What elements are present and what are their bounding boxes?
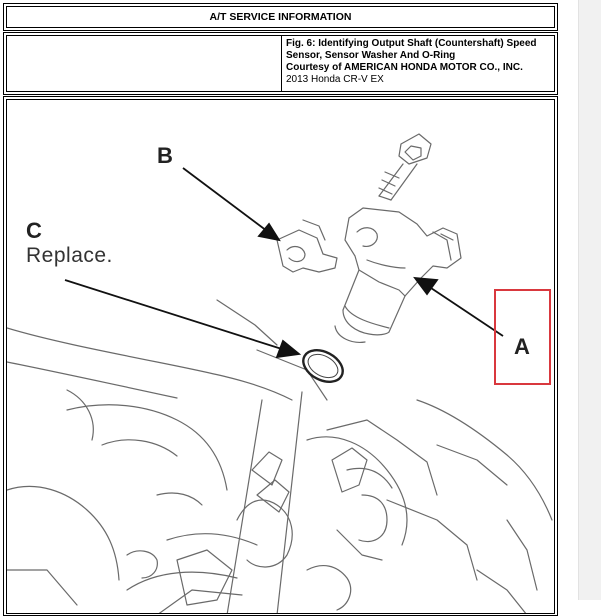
info-frame [3,32,558,95]
sensor-drawing [7,133,553,613]
label-a: A [514,334,530,359]
vertical-scrollbar[interactable] [578,0,601,600]
label-c: C [26,218,42,243]
info-left-cell [6,35,282,92]
info-right-cell: Fig. 6: Identifying Output Shaft (Counte… [282,35,555,92]
label-b: B [157,143,173,168]
courtesy-text: Courtesy of AMERICAN HONDA MOTOR CO., IN… [286,62,523,73]
vehicle-text: 2013 Honda CR-V EX [286,74,384,85]
title-frame [3,3,558,31]
figure-caption: Fig. 6: Identifying Output Shaft (Counte… [286,38,537,61]
label-c-note: Replace. [26,244,113,267]
highlight-box-a [494,289,551,385]
document-page: A/T SERVICE INFORMATION Fig. 6: Identify… [3,3,558,616]
figure-illustration: B C Replace. A [6,99,555,614]
page-title: A/T SERVICE INFORMATION [6,6,555,28]
